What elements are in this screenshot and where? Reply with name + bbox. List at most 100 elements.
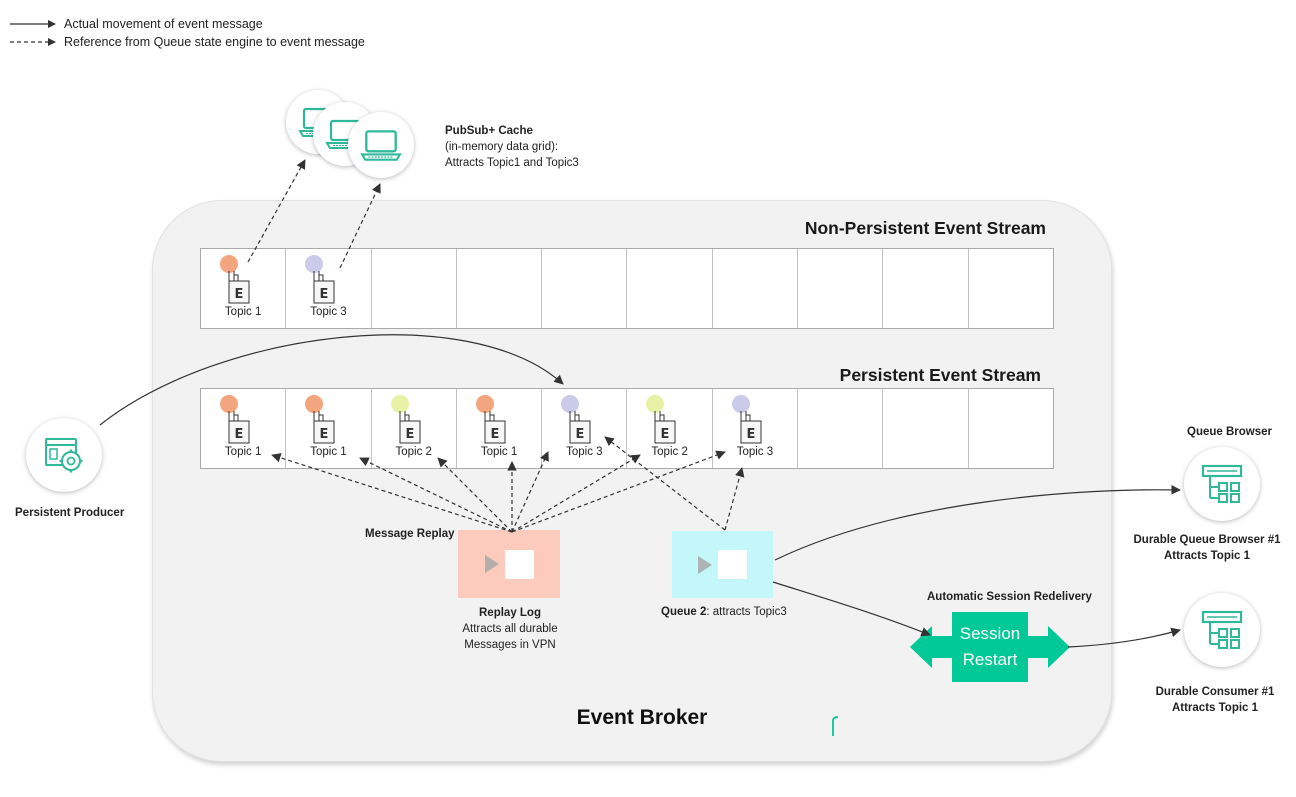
queue-browser-label: Durable Queue Browser #1 Attracts Topic … [1120,532,1294,564]
topic-color-dot [731,395,750,413]
persistent-slot: E Topic 1 [286,389,372,468]
event-message-icon: E [228,271,250,304]
topic-label: Topic 1 [224,446,262,458]
queue-browser-node [1184,447,1260,521]
queue-browser-line1: Durable Queue Browser #1 [1133,534,1281,546]
topic-label: Topic 3 [310,306,347,318]
persistent-slot: E Topic 1 [457,389,543,468]
replay-title: Replay Log [479,607,541,619]
persistent-slot: E Topic 3 [542,389,628,468]
session-redelivery-label: Automatic Session Redelivery [927,591,1092,603]
queue2-box[interactable] [672,531,773,598]
replay-line2: Messages in VPN [464,639,556,651]
replay-line1: Attracts all durable [462,623,558,635]
non_persistent-slot [457,249,543,328]
event-message-icon: E [740,411,762,444]
svg-text:E: E [661,427,670,442]
cache-line2: Attracts Topic1 and Topic3 [445,157,579,169]
persistent-slot: E Topic 1 [201,389,287,468]
cache-label: PubSub+ Cache (in-memory data grid): Att… [445,123,579,171]
svg-text:E: E [490,427,499,442]
svg-text:E: E [320,287,329,302]
svg-text:E: E [320,427,329,442]
cache-node-3 [348,112,414,178]
svg-text:E: E [235,427,244,442]
replay-log-box[interactable] [458,530,560,598]
persistent-stream: E Topic 1 E Topic 1 E Topic 2 E Topic 1 E Topic 3… [200,388,1054,469]
cursor-mark-icon [832,716,839,736]
non_persistent-slot [627,249,713,328]
persistent-slot [883,389,969,468]
queue2-label-bold: Queue 2 [661,606,707,618]
hierarchy-icon [1201,464,1243,503]
topic-color-dot [220,255,238,273]
play-icon [484,555,499,573]
cache-title: PubSub+ Cache [445,125,533,137]
legend-solid-label: Actual movement of event message [64,17,263,31]
persistent-slot [969,389,1053,468]
persistent-slot: E Topic 2 [627,389,713,468]
session-line2: Restart [962,650,1018,669]
topic-color-dot [305,255,324,273]
svg-text:E: E [405,427,414,442]
legend-dashed: Reference from Queue state engine to eve… [10,34,365,50]
non_persistent-slot [542,249,628,328]
laptop-icon [360,130,402,161]
non-persistent-title: Non-Persistent Event Stream [804,218,1046,238]
play-icon [698,555,712,574]
queue-slot-icon [718,550,747,579]
consumer-line1: Durable Consumer #1 [1155,686,1275,698]
queue-browser-header: Queue Browser [1187,426,1272,438]
event-message-icon: E [313,271,335,304]
topic-color-dot [561,395,580,413]
non_persistent-slot [969,249,1053,328]
persistent-slot [798,389,884,468]
topic-label: Topic 3 [566,446,603,458]
svg-text:E: E [235,287,244,302]
non_persistent-slot [798,249,884,328]
legend-solid: Actual movement of event message [10,16,263,32]
event-message-icon: E [484,411,506,444]
non_persistent-slot [713,249,799,328]
topic-label: Topic 3 [736,446,774,458]
persistent-slot: E Topic 2 [372,389,457,468]
settings-window-icon [45,438,83,473]
svg-text:E: E [746,427,755,442]
event-message-icon: E [399,411,421,444]
event-broker-title: Event Broker [576,706,708,729]
queue-slot-icon [504,549,534,579]
event-message-icon: E [228,411,250,444]
persistent-slot: E Topic 3 [713,389,799,468]
topic-label: Topic 2 [651,446,688,458]
queue-browser-line2: Attracts Topic 1 [1163,550,1251,562]
non_persistent-slot: E Topic 3 [286,249,372,328]
topic-label: Topic 2 [395,446,432,458]
durable-consumer-node [1184,593,1260,667]
topic-label: Topic 1 [480,446,518,458]
svg-text:E: E [576,427,585,442]
persistent-title: Persistent Event Stream [839,365,1041,385]
non_persistent-slot [883,249,969,328]
session-restart-button[interactable]: Session Restart [952,612,1028,682]
hierarchy-icon [1201,610,1243,649]
non_persistent-slot: E Topic 1 [201,249,287,328]
session-restart-arrow [910,612,1070,682]
solid-arrow-icon [10,20,56,28]
queue2-label-rest: : attracts Topic3 [706,606,787,618]
non-persistent-stream: E Topic 1 E Topic 3 [200,248,1054,329]
message-replay-label: Message Replay [365,528,455,540]
event-message-icon: E [569,411,591,444]
replay-log-label: Replay Log Attracts all durable Messages… [440,605,580,653]
non_persistent-slot [372,249,457,328]
topic-label: Topic 1 [224,306,262,318]
session-line1: Session [959,624,1021,643]
legend-dashed-label: Reference from Queue state engine to eve… [64,35,365,49]
dashed-arrow-icon [10,38,56,46]
consumer-line2: Attracts Topic 1 [1171,702,1259,714]
durable-consumer-label: Durable Consumer #1 Attracts Topic 1 [1130,684,1296,716]
event-message-icon: E [654,411,676,444]
producer-label: Persistent Producer [15,507,125,519]
topic-label: Topic 1 [310,446,347,458]
topic-color-dot [646,395,665,413]
event-message-icon: E [313,411,335,444]
